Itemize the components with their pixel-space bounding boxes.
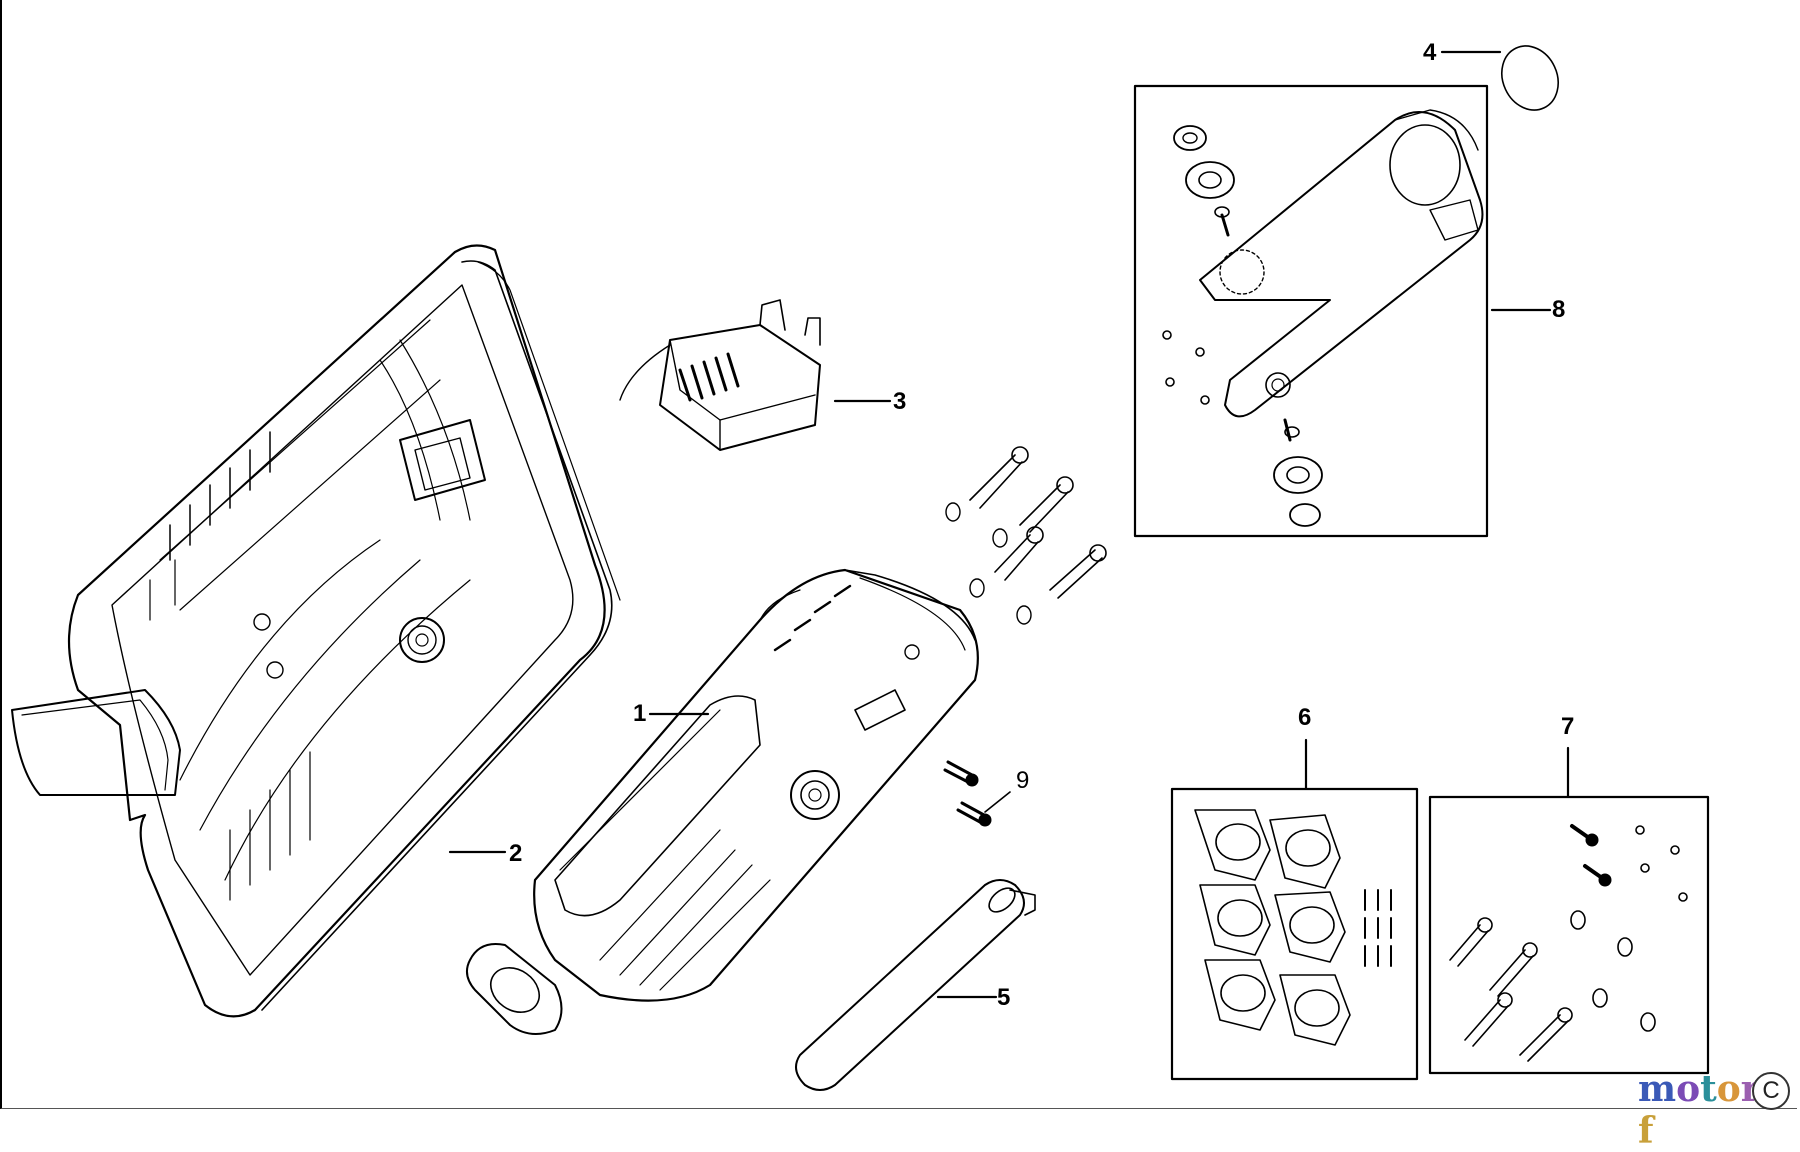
- part-4-lens: [1501, 45, 1559, 111]
- lens-cap: [465, 943, 563, 1035]
- watermark-letter: f: [1638, 1110, 1654, 1152]
- watermark-letter: o: [1716, 1068, 1741, 1110]
- corner-mark: C: [1752, 1072, 1790, 1110]
- callout-5: 5: [997, 984, 1011, 1011]
- callout-1: 1: [633, 700, 647, 727]
- callout-6: 6: [1298, 704, 1312, 731]
- part-2-holster: [11, 244, 621, 1018]
- screws-set-center: [943, 446, 1107, 827]
- part-3-charger: [619, 299, 821, 451]
- watermark-letter: m: [1638, 1068, 1677, 1110]
- part-1-work-light: [533, 568, 979, 1002]
- parts-drawing: [11, 45, 1710, 1091]
- part-6-lens-caps-kit: [1170, 787, 1419, 1081]
- watermark-letter: o: [1676, 1068, 1701, 1110]
- part-5-tube: [795, 879, 1036, 1091]
- watermark-letter: t: [1700, 1068, 1717, 1110]
- part-8-housing-kit: [1133, 84, 1489, 538]
- callout-2: 2: [509, 840, 523, 867]
- callout-3: 3: [893, 388, 907, 415]
- callout-7: 7: [1561, 713, 1575, 740]
- callout-8: 8: [1552, 296, 1566, 323]
- diagram-border: [0, 0, 1797, 1109]
- part-7-screws-kit: [1428, 795, 1710, 1075]
- callout-9: 9: [1016, 767, 1030, 794]
- leader-lines: [448, 50, 1570, 999]
- callout-4: 4: [1423, 39, 1437, 66]
